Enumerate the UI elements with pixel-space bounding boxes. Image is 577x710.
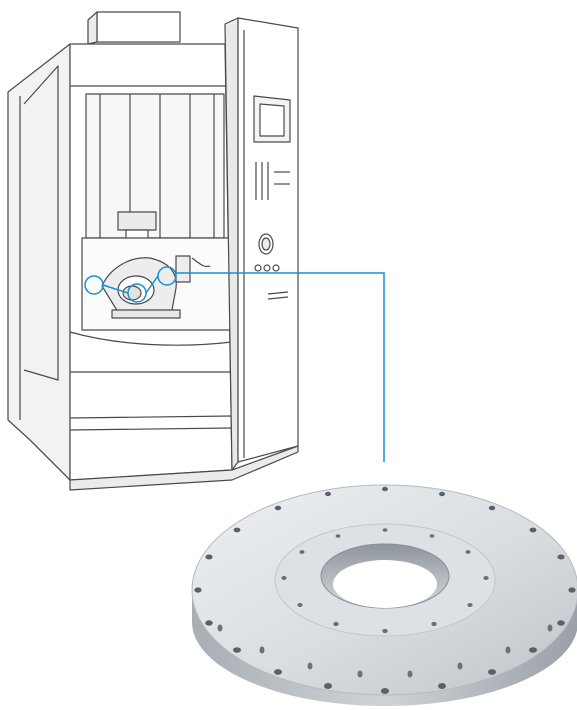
machine-window <box>85 93 225 239</box>
cnc-machine <box>7 11 299 491</box>
callout-leader-line <box>176 272 385 462</box>
machine-left-side-panel <box>7 43 71 481</box>
machine-work-chamber <box>81 237 233 331</box>
bearing-ring-part <box>191 484 577 706</box>
machine-lower-panel <box>69 331 233 431</box>
control-button-icon <box>272 264 280 272</box>
control-button-icon <box>263 264 271 272</box>
callout-connector <box>84 266 385 462</box>
side-holes <box>217 624 553 678</box>
inner-bolt-holes <box>281 528 489 634</box>
machine-top-housing <box>87 11 181 45</box>
outer-bolt-holes <box>194 486 576 694</box>
control-button-icon <box>254 264 262 272</box>
machine-base <box>69 445 299 491</box>
machine-control-column <box>224 17 299 471</box>
